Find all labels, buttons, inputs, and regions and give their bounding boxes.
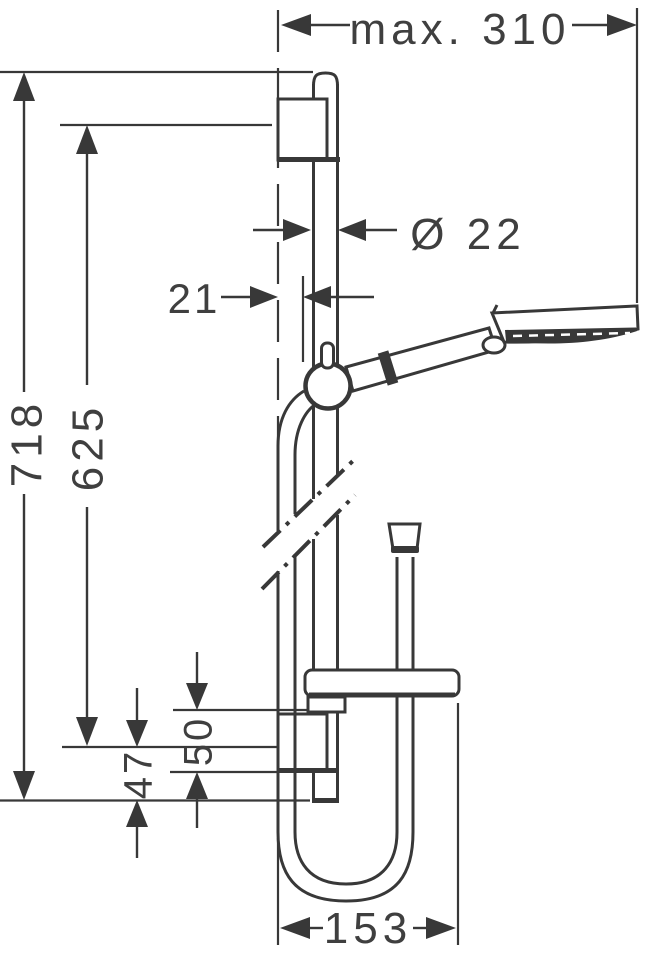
arrow-right xyxy=(283,219,311,241)
arrow-down xyxy=(186,683,208,710)
spray-face xyxy=(505,327,637,344)
dim-label-bracket-span: 50 xyxy=(177,716,221,767)
dimension-height-718: 718 xyxy=(3,72,52,800)
soap-dish xyxy=(303,668,461,714)
arrow-left xyxy=(338,219,366,241)
bottom-bracket-body xyxy=(276,712,329,773)
clamp-pin xyxy=(320,341,335,370)
dim-label-mounting-distance: 625 xyxy=(64,403,113,491)
arrow-up xyxy=(76,125,98,154)
hose-nut-band xyxy=(377,350,399,386)
arrow-left xyxy=(303,286,331,308)
dimension-diameter-22: Ø 22 xyxy=(253,210,525,259)
arrow-right xyxy=(607,14,637,36)
dimension-max-310: max. 310 xyxy=(281,5,637,54)
hose-outer-line xyxy=(276,557,415,903)
handle xyxy=(344,326,498,393)
dimension-end-47: 47 xyxy=(117,688,161,858)
slider-unit xyxy=(303,341,353,411)
hand-shower xyxy=(344,304,640,393)
head-notch xyxy=(491,304,499,314)
bar-top-cap xyxy=(312,71,339,87)
dim-label-wall-offset: 21 xyxy=(168,275,221,322)
select-button xyxy=(481,335,507,355)
break-marks xyxy=(260,455,359,591)
slider-ball xyxy=(303,361,353,411)
arrow-up xyxy=(13,72,35,101)
dimension-loop-153: 153 xyxy=(280,904,456,953)
break-line xyxy=(260,493,357,591)
arrow-left xyxy=(280,917,310,939)
nut-flange xyxy=(391,546,419,553)
dimension-offset-21: 21 xyxy=(168,275,374,322)
spray-face-dashed-line xyxy=(512,331,631,338)
arrow-down xyxy=(126,720,148,747)
arrow-down xyxy=(76,717,98,746)
soap-dish-mount xyxy=(306,695,347,714)
arrow-right xyxy=(426,917,456,939)
arrow-down xyxy=(13,771,35,800)
arrow-up xyxy=(186,772,208,799)
bottom-bracket xyxy=(276,712,339,773)
break-line xyxy=(261,455,359,549)
dim-label-bar-diameter: Ø 22 xyxy=(410,210,525,259)
arrow-up xyxy=(126,800,148,827)
shower-hose xyxy=(276,389,415,903)
dim-label-bar-end-offset: 47 xyxy=(117,749,161,800)
dim-label-max-reach: max. 310 xyxy=(350,5,571,54)
arrow-right xyxy=(250,286,278,308)
dimension-spacing-625: 625 xyxy=(64,125,113,746)
extension-lines xyxy=(0,8,639,945)
hose-outer-line xyxy=(276,389,305,531)
soap-dish-tray xyxy=(303,668,461,698)
arrow-left xyxy=(281,14,311,36)
conical-nut xyxy=(387,522,422,551)
hose-inner-line xyxy=(293,402,317,514)
hose-inner-line xyxy=(293,554,399,886)
top-bracket-body xyxy=(276,97,329,162)
top-bracket xyxy=(276,97,340,162)
hose-end-connector xyxy=(387,522,422,553)
dim-label-hose-loop-width: 153 xyxy=(324,904,412,953)
dim-label-bar-length: 718 xyxy=(3,399,52,487)
dimension-bracket-50: 50 xyxy=(177,652,221,828)
